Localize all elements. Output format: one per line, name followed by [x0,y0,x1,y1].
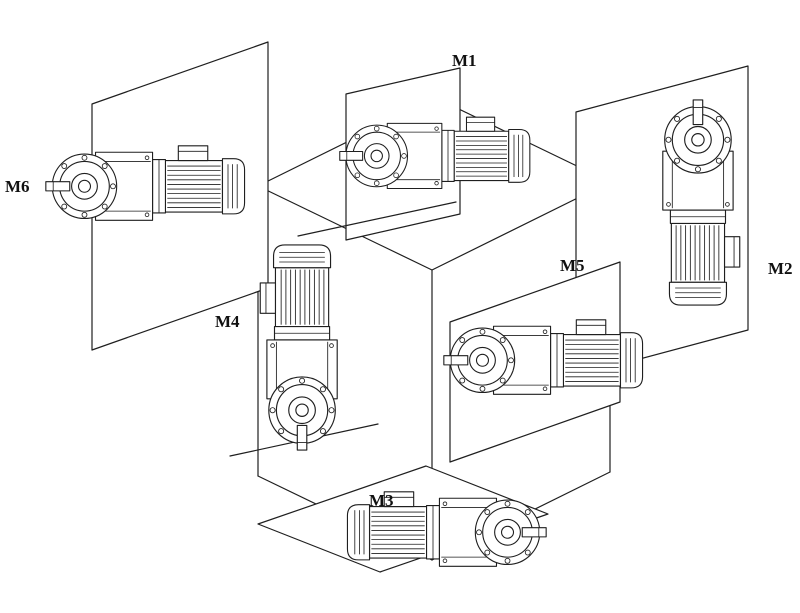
label-m4: M4 [215,312,240,331]
gearmotor-m4-drawing [259,244,338,451]
gearmotor-m1-drawing [339,116,531,190]
base-line-m1 [297,201,457,237]
label-m6: M6 [5,177,30,196]
label-m1: M1 [452,51,477,70]
label-m5: M5 [560,256,585,275]
label-m2: M2 [768,259,793,278]
label-m3: M3 [369,491,394,510]
